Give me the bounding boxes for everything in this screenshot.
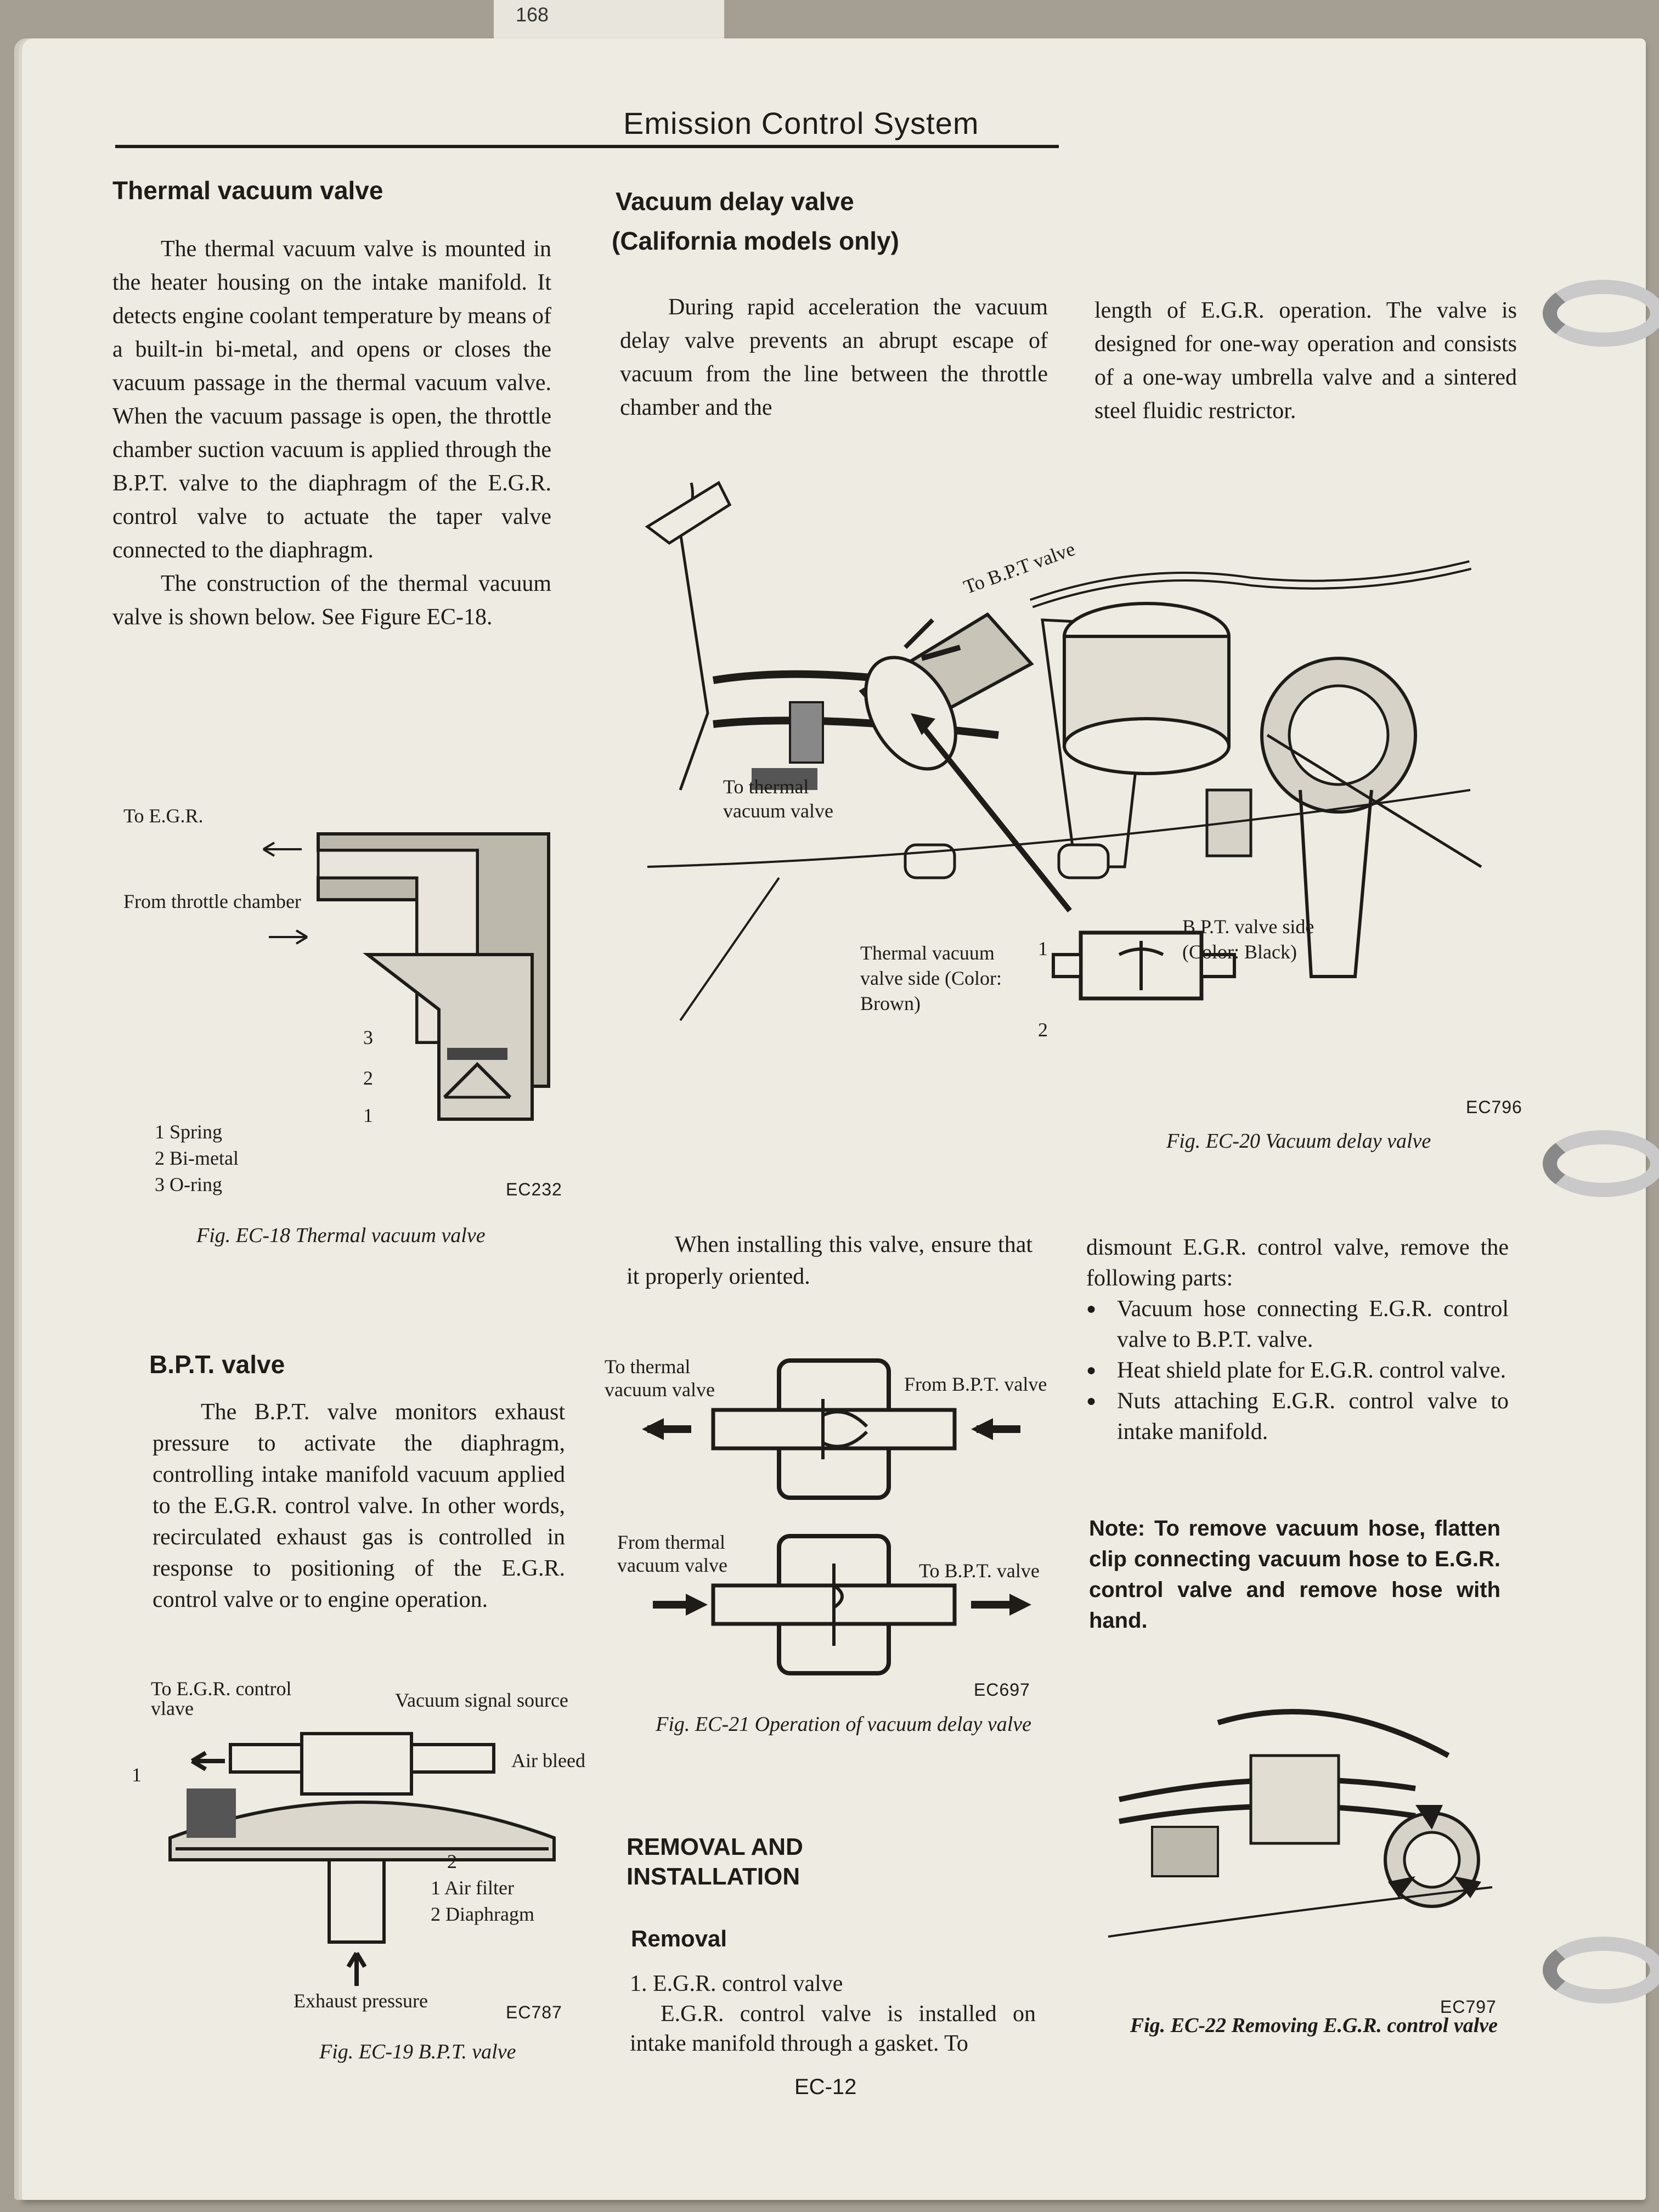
removal-part-2: Heat shield plate for E.G.R. control val… [1086,1355,1509,1386]
fig20-label-bpt-side: B.P.T. valve side (Color: Black) [1182,916,1314,963]
thermal-valve-heading: Thermal vacuum valve [112,176,383,205]
removal-paragraph-right: dismount E.G.R. control valve, remove th… [1086,1235,1509,1291]
fig21-label-from-bpt: From B.P.T. valve [904,1373,1047,1395]
fig20-engine-drawing [645,481,1482,1022]
fig18-thermal-valve-drawing [262,832,550,1121]
thermal-valve-text: The thermal vacuum valve is mounted in t… [112,233,551,634]
removal-installation-heading: REMOVAL AND INSTALLATION [627,1833,803,1890]
fig18-callout-3: 3 [363,1026,373,1048]
binder-ring-top [1543,280,1659,347]
top-page-number: 168 [516,3,549,26]
fig20-label-thermal-side: Thermal vacuum valve side (Color: Brown) [860,942,1002,1014]
fig18-callout-1: 1 [363,1104,373,1126]
fig19-legend-1: 1 Air filter [431,1877,514,1899]
fig21-delay-valve-operation-drawing [642,1358,1031,1675]
fig19-caption: Fig. EC-19 B.P.T. valve [319,2040,516,2063]
fig21-caption: Fig. EC-21 Operation of vacuum delay val… [656,1713,1031,1736]
removal-part-3: Nuts attaching E.G.R. control valve to i… [1086,1386,1509,1447]
page-header: Emission Control System [115,103,1059,148]
fig19-callout-2: 2 [447,1850,457,1872]
delay-valve-subheading: (California models only) [612,227,899,255]
fig22-caption: Fig. EC-22 Removing E.G.R. control valve [1130,2014,1498,2037]
fig18-callout-2: 2 [363,1067,373,1089]
binder-ring-middle [1543,1130,1659,1197]
delay-valve-text-right: length of E.G.R. operation. The valve is… [1094,294,1517,428]
removal-text-right: dismount E.G.R. control valve, remove th… [1086,1232,1509,1447]
fig19-callout-1: 1 [132,1764,142,1786]
removal-paragraph: E.G.R. control valve is installed on int… [630,2001,1036,2056]
install-paragraph: When installing this valve, ensure that … [627,1232,1032,1289]
fig19-code: EC787 [506,2002,562,2022]
removal-item-1: 1. E.G.R. control valve [630,1971,843,1996]
fig18-code: EC232 [506,1180,562,1199]
fig22-removing-egr-valve-drawing [1108,1709,1493,1938]
fig19-label-exhaust: Exhaust pressure [294,1990,428,2012]
fig21-label-to-bpt: To B.P.T. valve [919,1560,1040,1582]
page-number: EC-12 [794,2075,857,2099]
removal-part-1: Vacuum hose connecting E.G.R. control va… [1086,1294,1509,1355]
fig18-caption: Fig. EC-18 Thermal vacuum valve [196,1224,486,1247]
fig21-label-from-thermal: From thermal vacuum valve [617,1531,727,1576]
bpt-paragraph-1: The B.P.T. valve monitors exhaust pressu… [153,1400,565,1612]
fig19-label-to-egr: To E.G.R. control vlave [151,1678,292,1719]
fig19-label-air-bleed: Air bleed [511,1750,585,1771]
fig18-legend-3: 3 O-ring [155,1173,222,1195]
thermal-paragraph-2: The construction of the thermal vacuum v… [112,571,551,630]
binder-ring-bottom [1543,1937,1659,2004]
fig20-label-to-thermal: To thermal vacuum valve [723,776,833,822]
install-text: When installing this valve, ensure that … [627,1229,1032,1293]
delay-paragraph-right: length of E.G.R. operation. The valve is… [1094,298,1517,424]
fig19-legend-2: 2 Diaphragm [431,1903,534,1925]
delay-valve-text-left: During rapid acceleration the vacuum del… [620,291,1048,425]
fig20-callout-1: 1 [1038,938,1048,960]
fig18-label-to-egr: To E.G.R. [123,805,204,827]
fig20-code: EC796 [1466,1097,1522,1117]
fig18-label-from-throttle: From throttle chamber [123,890,301,912]
removal-parts-list: Vacuum hose connecting E.G.R. control va… [1086,1294,1509,1447]
fig21-code: EC697 [974,1680,1030,1700]
delay-valve-heading: Vacuum delay valve [616,187,854,216]
fig22-code: EC797 [1440,1997,1497,2017]
fig20-caption: Fig. EC-20 Vacuum delay valve [1166,1130,1431,1153]
bpt-valve-text: The B.P.T. valve monitors exhaust pressu… [153,1397,565,1616]
fig19-bpt-valve-drawing [168,1732,556,1986]
fig18-legend-1: 1 Spring [155,1121,223,1143]
fig20-callout-2: 2 [1038,1019,1048,1041]
bpt-valve-heading: B.P.T. valve [149,1350,285,1379]
fig21-label-to-thermal: To thermal vacuum valve [605,1356,715,1401]
removal-subheading: Removal [631,1926,727,1951]
delay-paragraph-left: During rapid acceleration the vacuum del… [620,295,1048,420]
fig18-legend-2: 2 Bi-metal [155,1147,239,1169]
header-rule [115,145,1059,148]
fig19-label-vacuum-signal: Vacuum signal source [395,1689,568,1711]
thermal-paragraph-1: The thermal vacuum valve is mounted in t… [112,236,552,563]
removal-text: E.G.R. control valve is installed on int… [630,1999,1036,2058]
page-title: Emission Control System [623,106,979,140]
removal-note: Note: To remove vacuum hose, flatten cli… [1089,1516,1500,1633]
